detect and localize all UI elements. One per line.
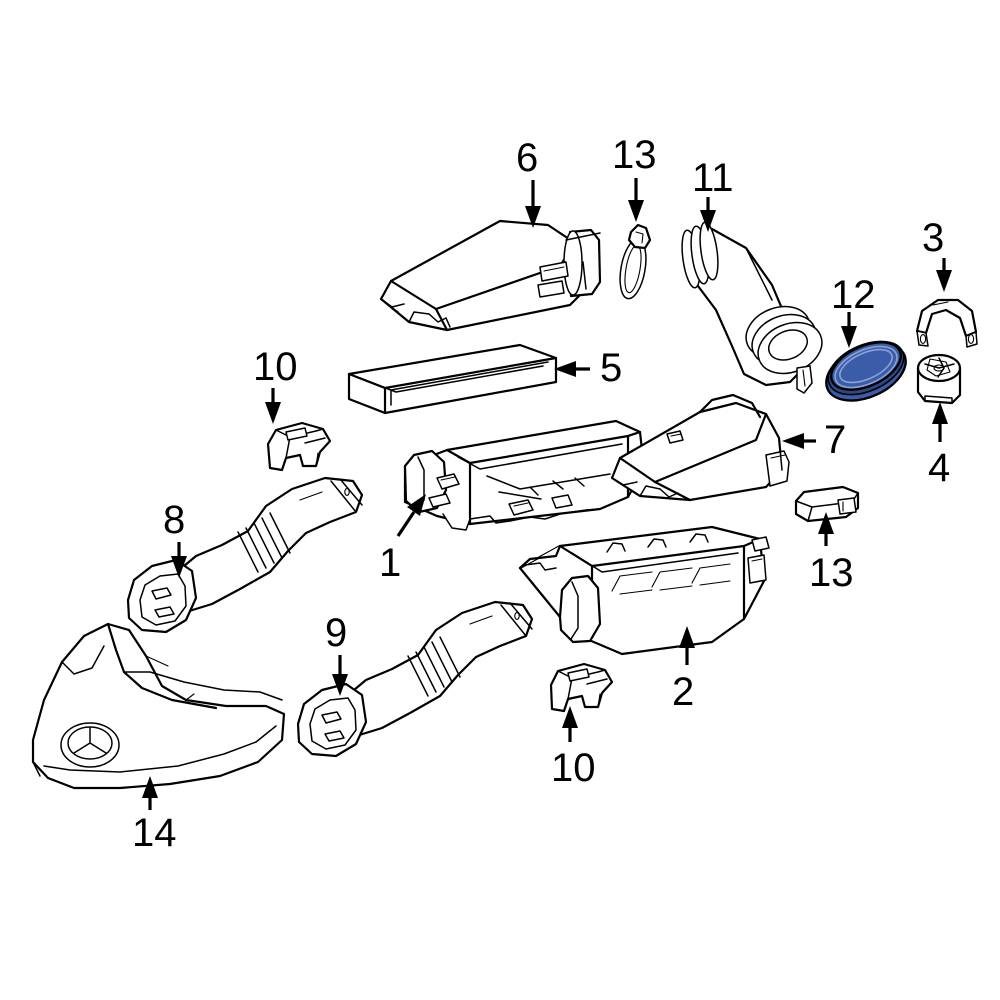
leader-10-lower: [562, 706, 578, 742]
leader-6: [525, 180, 541, 228]
leader-3: [936, 258, 952, 292]
part-12-oval-seal-gasket[interactable]: [817, 331, 914, 412]
part-14-engine-cover-panel[interactable]: [31, 622, 286, 790]
callout-label-8: 8: [163, 498, 186, 542]
leader-13-upper: [628, 178, 644, 222]
callout-label-14: 14: [132, 811, 177, 855]
part-11-air-intake-duct-elbow[interactable]: [679, 221, 830, 394]
part-10-mounting-clip-lower[interactable]: [549, 662, 614, 713]
leader-8: [171, 542, 187, 578]
part-6-air-cleaner-housing-cover[interactable]: [379, 219, 602, 332]
callout-label-12: 12: [831, 273, 876, 317]
leader-7: [782, 433, 816, 449]
part-13-hose-clamp-upper[interactable]: [616, 223, 652, 301]
leader-12: [841, 312, 857, 348]
part-4-resonator-valve[interactable]: [916, 353, 962, 405]
leader-10-upper: [265, 388, 281, 424]
leader-13-lower: [818, 512, 834, 546]
callout-label-7: 7: [824, 418, 847, 462]
mercedes-star-emblem: [60, 722, 120, 768]
part-13-hose-clamp-lower[interactable]: [794, 485, 860, 523]
part-3-retaining-bracket[interactable]: [915, 298, 978, 348]
part-10-mounting-clip-upper[interactable]: [266, 421, 332, 472]
callout-label-13b: 13: [809, 551, 854, 595]
callout-label-9: 9: [325, 611, 348, 655]
callout-label-10b: 10: [551, 746, 596, 790]
part-9-air-intake-duct-right[interactable]: [296, 600, 534, 758]
callout-label-3: 3: [922, 216, 945, 260]
callout-label-1: 1: [379, 541, 402, 585]
callout-label-10a: 10: [253, 345, 298, 389]
part-2-air-cleaner-housing-tray[interactable]: [518, 525, 770, 656]
callout-label-2: 2: [672, 670, 695, 714]
leader-2: [679, 626, 695, 665]
part-7-air-cleaner-housing-right[interactable]: [610, 393, 790, 502]
leader-9: [332, 655, 348, 696]
part-1-air-cleaner-housing-lower[interactable]: [403, 419, 646, 531]
callout-label-4: 4: [928, 446, 951, 490]
leader-5: [554, 361, 590, 377]
leader-1: [396, 494, 426, 537]
part-5-air-filter-element[interactable]: [347, 343, 558, 415]
callout-label-6: 6: [516, 136, 539, 180]
callout-label-13a: 13: [612, 133, 657, 177]
leader-11: [700, 197, 716, 232]
leader-14: [142, 776, 158, 810]
leader-4: [932, 402, 948, 442]
callout-label-11: 11: [692, 156, 734, 200]
callout-label-5: 5: [600, 346, 623, 390]
